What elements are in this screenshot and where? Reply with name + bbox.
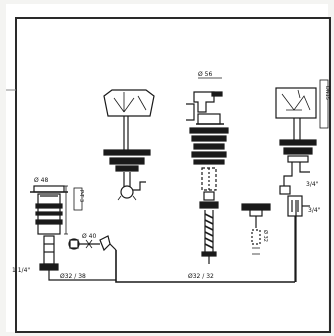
left-waste-assembly xyxy=(30,185,83,281)
drain-pipe-run xyxy=(66,200,297,283)
center-left-basin-assembly xyxy=(103,89,155,201)
center-tee-fitting xyxy=(241,203,271,255)
label-center-pipe: Ø32 / 32 xyxy=(188,273,214,280)
label-right-vertical-note: DN15 xyxy=(324,86,330,100)
center-faucet-column xyxy=(186,77,229,264)
label-left-thread: 1 1/4" xyxy=(12,267,30,274)
paper xyxy=(6,4,328,332)
label-right-side-note: 3/4" xyxy=(308,207,321,214)
label-center-top-assembly: Ø 56 xyxy=(198,71,212,78)
label-center-lower-tube: Ø 32 xyxy=(262,230,269,242)
label-left-pipe: Ø32 / 38 xyxy=(60,273,86,280)
label-left-valve: Ø 40 xyxy=(82,233,96,240)
label-top-left-assembly: Ø 48 xyxy=(34,177,48,184)
label-right-thread: 3/4" xyxy=(306,181,319,188)
left-angle-valve xyxy=(68,235,117,252)
drawing-frame xyxy=(15,17,331,333)
right-basin-assembly xyxy=(275,79,329,195)
right-shutoff-valve xyxy=(287,195,310,282)
label-top-left-side-note: P-T 3 xyxy=(78,190,84,202)
